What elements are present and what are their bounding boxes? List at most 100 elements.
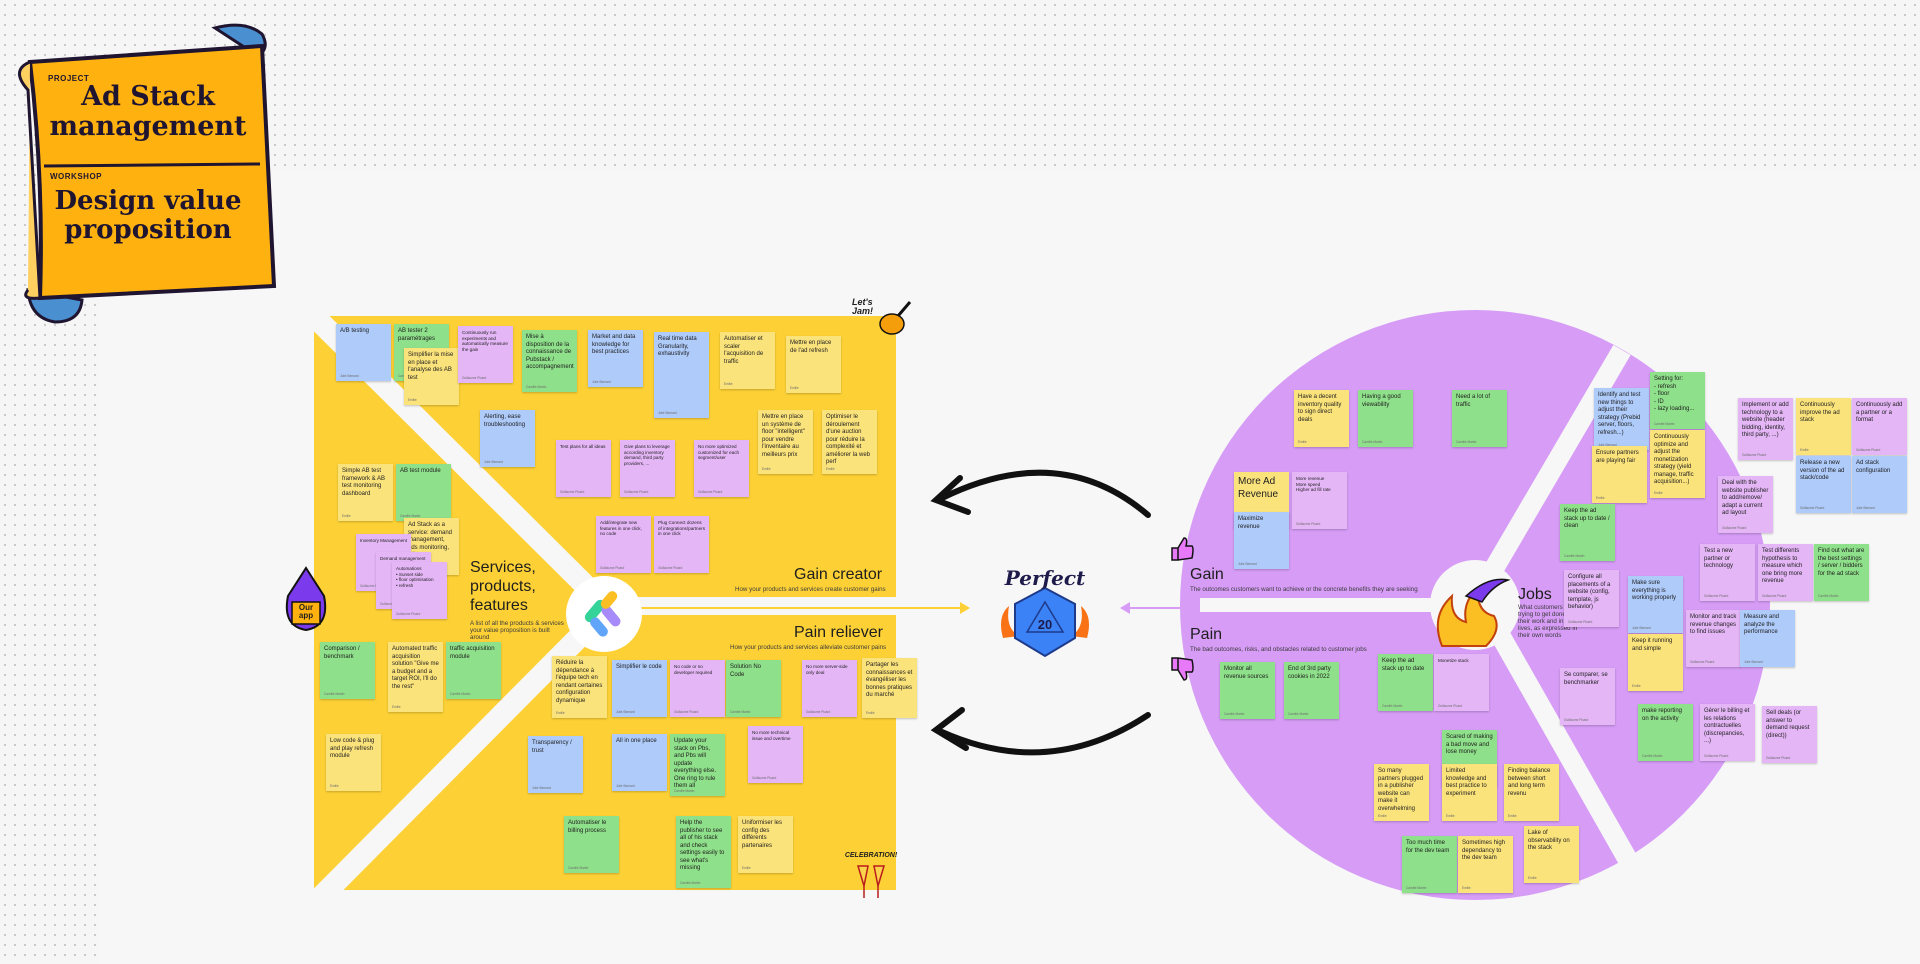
sticky-note[interactable]: Simple AB test framework & AB test monit… <box>338 464 393 521</box>
sticky-note[interactable]: Identify and test new things to adjust t… <box>1594 388 1649 450</box>
sticky-note[interactable]: Plug Connect dozens of integrations/part… <box>654 516 709 573</box>
wizard-icon <box>285 566 327 632</box>
sticky-note[interactable]: Uniformiser les config des différents pa… <box>738 816 793 873</box>
champagne-glasses-icon <box>856 865 886 898</box>
gain-creator-title: Gain creator <box>794 566 883 583</box>
pubstack-logo <box>566 576 642 652</box>
sticky-note[interactable]: Mise à disposition de la connaissance de… <box>522 330 577 392</box>
thumbs-down-icon <box>1171 657 1194 681</box>
sticky-note[interactable]: Find out what are the best settings / se… <box>1814 544 1869 601</box>
sticky-note[interactable]: Monitor and track revenue changes to fin… <box>1686 610 1741 667</box>
sticky-note[interactable]: Gérer le billing et les relations contra… <box>1700 704 1755 761</box>
sticky-note[interactable]: Deal with the website publisher to add/r… <box>1718 476 1773 533</box>
sticky-note[interactable]: Release a new version of the ad stack/co… <box>1796 456 1851 513</box>
sticky-note[interactable]: Automatiser et scaler l'acquisition de t… <box>720 332 775 389</box>
pain-title: Pain <box>1190 626 1223 643</box>
perfect-d20-sticker[interactable]: Perfect 20 <box>995 566 1095 666</box>
sticky-note[interactable]: Continuously optimize and adjust the mon… <box>1650 430 1705 498</box>
perfect-text: Perfect <box>1004 566 1086 590</box>
sticky-note[interactable]: Finding balance between short and long t… <box>1504 764 1559 821</box>
scroll-banner-icon <box>18 23 277 324</box>
pain-reliever-title: Pain reliever <box>794 624 883 641</box>
project-banner[interactable]: PROJECT Ad Stack management WORKSHOP Des… <box>0 0 300 340</box>
sticky-note[interactable]: Have a decent inventory quality to sign … <box>1294 390 1349 447</box>
sticky-note[interactable]: Réduire la dépendance à l'équipe tech en… <box>552 656 607 718</box>
our-app-sticker[interactable]: Our app <box>278 566 334 632</box>
sticky-note[interactable]: Continuously run experiments and automat… <box>458 326 513 383</box>
d20-dice-icon <box>1001 586 1089 658</box>
pain-reliever-subtitle: How your products and services alleviate… <box>730 644 887 651</box>
sticky-note[interactable]: Setting for: - refresh - floor - ID - la… <box>1650 372 1705 429</box>
fire-bird-sticker <box>1422 566 1512 652</box>
sticky-note[interactable]: Sometimes high dependancy to the dev tea… <box>1458 836 1513 893</box>
sticky-note[interactable]: Sell deals (or answer to demand request … <box>1762 706 1817 763</box>
celebration-sticker[interactable]: CELEBRATION! <box>842 852 900 904</box>
sticky-note[interactable]: Real time data Granularity, exhaustivity… <box>654 332 709 418</box>
sticky-note[interactable]: Add/integrate new features in one click,… <box>596 516 651 573</box>
sticky-note[interactable]: So many partners plugged in a publisher … <box>1374 764 1429 821</box>
sticky-note[interactable]: Give plans to leverage according invento… <box>620 440 675 497</box>
sticky-note[interactable]: More revenue More speed Higher ad fill r… <box>1292 472 1347 529</box>
sticky-note[interactable]: Partager les connaissances et évangélise… <box>862 658 917 718</box>
sticky-note[interactable]: Automated traffic acquisition solution "… <box>388 642 443 712</box>
thumbs-up-sticker <box>1168 534 1196 562</box>
sticky-note[interactable]: Limited knowledge and best practice to e… <box>1442 764 1497 821</box>
guitar-icon <box>879 301 912 335</box>
sticky-note[interactable]: Test differents hypothesis to measure wh… <box>1758 544 1813 601</box>
project-title: Ad Stack management <box>49 81 247 142</box>
sticky-note[interactable]: Make sure everything is working properly… <box>1628 576 1683 633</box>
project-label: PROJECT <box>48 74 90 83</box>
sticky-note[interactable]: Automations • Sunset side • floor optimi… <box>392 562 447 619</box>
sticky-note[interactable]: Implement or add technology to a website… <box>1738 398 1793 460</box>
sticky-note[interactable]: Update your stack on Pbs, and Pbs will u… <box>670 734 725 796</box>
gain-title: Gain <box>1190 566 1224 583</box>
jobs-title: Jobs <box>1518 586 1552 603</box>
lets-jam-text: Let's Jam! <box>852 297 874 316</box>
sticky-note[interactable]: Market and data knowledge for best pract… <box>588 330 643 387</box>
sticky-note[interactable]: No more optimized customized for each se… <box>694 440 749 497</box>
lets-jam-sticker[interactable]: Let's Jam! <box>852 296 914 348</box>
sticky-note[interactable]: Mettre en place un système de floor "int… <box>758 410 813 474</box>
d20-number: 20 <box>1037 617 1053 632</box>
sticky-note[interactable]: Simplifier la mise en place et l'analyse… <box>404 348 459 405</box>
sticky-note[interactable]: Configure all placements of a website (c… <box>1564 570 1619 627</box>
sticky-note[interactable]: Help the publisher to see all of his sta… <box>676 816 731 888</box>
pain-subtitle: The bad outcomes, risks, and obstacles r… <box>1190 646 1367 653</box>
sticky-note[interactable]: Optimiser le déroulement d'une auction p… <box>822 410 877 474</box>
